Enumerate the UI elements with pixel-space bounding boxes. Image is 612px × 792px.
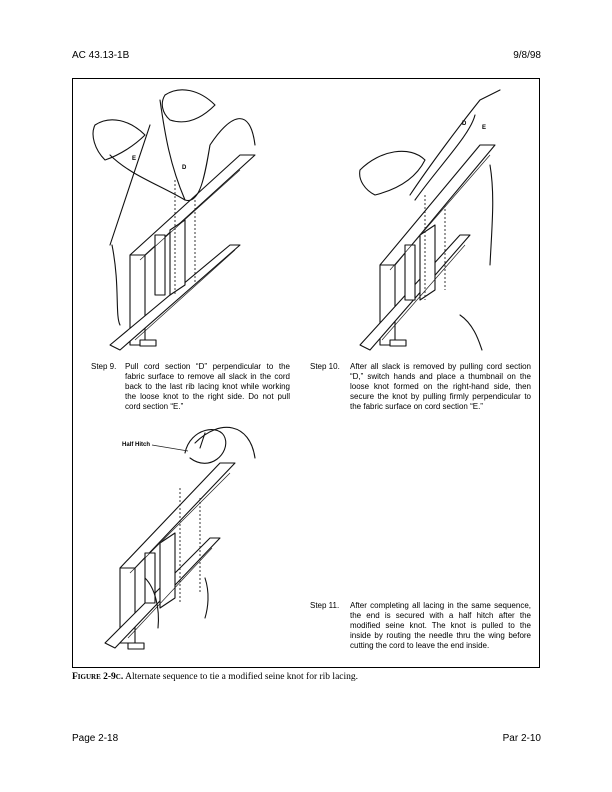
- cord-e-label-2: E: [482, 125, 486, 131]
- step-9-text: Step 9. Pull cord section “D” perpendicu…: [91, 362, 290, 412]
- document-date: 9/8/98: [513, 50, 541, 61]
- paragraph-reference: Par 2-10: [503, 733, 541, 744]
- step-body: Pull cord section “D” perpendicular to t…: [91, 362, 290, 412]
- step11-illustration: Half Hitch: [100, 418, 300, 658]
- page-number: Page 2-18: [72, 733, 118, 744]
- figure-caption-text: Alternate sequence to tie a modified sei…: [123, 672, 358, 682]
- step10-illustration: D E: [320, 85, 530, 355]
- figure-number: Figure 2-9c.: [72, 672, 123, 682]
- half-hitch-label: Half Hitch: [122, 442, 150, 448]
- figure-caption: Figure 2-9c. Alternate sequence to tie a…: [72, 672, 358, 682]
- document-id: AC 43.13-1B: [72, 50, 129, 61]
- cord-d-label: D: [182, 165, 187, 171]
- step-10-text: Step 10. After all slack is removed by p…: [310, 362, 531, 412]
- step-body: After all slack is removed by pulling co…: [310, 362, 531, 412]
- cord-e-label: E: [132, 156, 136, 162]
- step-number: Step 10.: [310, 362, 340, 372]
- step-number: Step 11.: [310, 601, 339, 611]
- cord-d-label-2: D: [462, 121, 467, 127]
- step9-illustration: E D: [90, 85, 300, 355]
- step-body: After completing all lacing in the same …: [310, 601, 531, 651]
- step-11-text: Step 11. After completing all lacing in …: [310, 601, 531, 651]
- step-number: Step 9.: [91, 362, 116, 372]
